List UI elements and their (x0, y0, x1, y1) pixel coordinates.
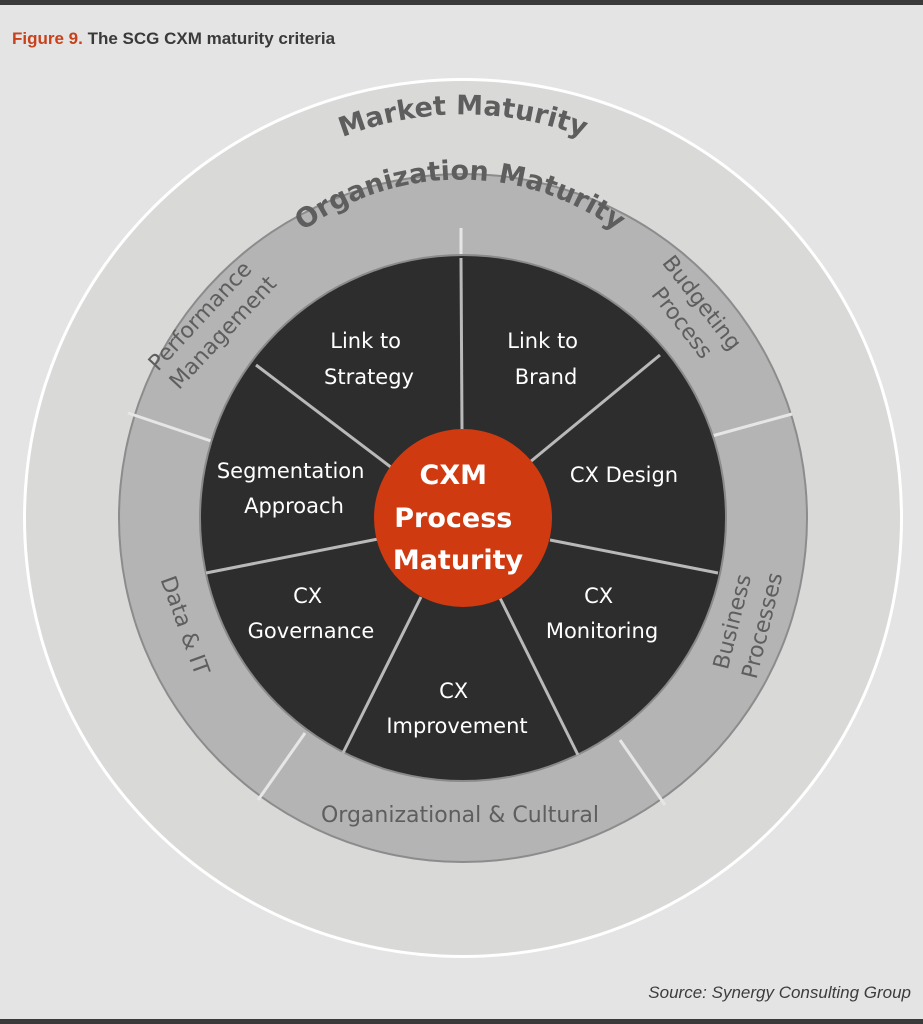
pie-dividers (205, 257, 719, 756)
bottom-border (0, 1019, 923, 1024)
divider-lower-left (256, 732, 307, 801)
pie-divider-4 (498, 597, 580, 756)
pie-divider-3 (549, 538, 719, 575)
figure-caption: The SCG CXM maturity criteria (87, 29, 336, 48)
figure-title: Figure 9. The SCG CXM maturity criteria (12, 29, 335, 49)
segment-link-to-strategy: Link to Strategy (324, 329, 414, 389)
core-label: CXM Process Maturity (393, 460, 524, 576)
core-circle (374, 429, 552, 607)
organizational-cultural-label: Organizational & Cultural (321, 803, 599, 828)
segment-cx-improvement: CX Improvement (386, 679, 527, 738)
pie-divider-5 (341, 596, 423, 754)
divider-left (127, 411, 212, 443)
divider-lower-right (618, 739, 667, 806)
pie-divider-1 (459, 257, 464, 431)
pie-divider-7 (255, 363, 393, 470)
middle-ring-dividers (127, 228, 793, 806)
source-note: Source: Synergy Consulting Group (648, 983, 911, 1002)
pie-divider-6 (205, 537, 379, 575)
segment-cx-monitoring: CX Monitoring (546, 584, 658, 643)
segment-link-to-brand: Link to Brand (507, 329, 584, 389)
divider-right (711, 412, 793, 438)
figure-number: Figure 9. (12, 29, 83, 48)
segment-cx-design: CX Design (570, 463, 678, 487)
pie-divider-2 (529, 353, 661, 464)
middle-ring-segment-organizational: Organizational & Cultural (321, 803, 599, 828)
top-border (0, 0, 923, 5)
segment-segmentation-approach: Segmentation Approach (217, 459, 371, 518)
segment-cx-governance: CX Governance (248, 584, 375, 643)
